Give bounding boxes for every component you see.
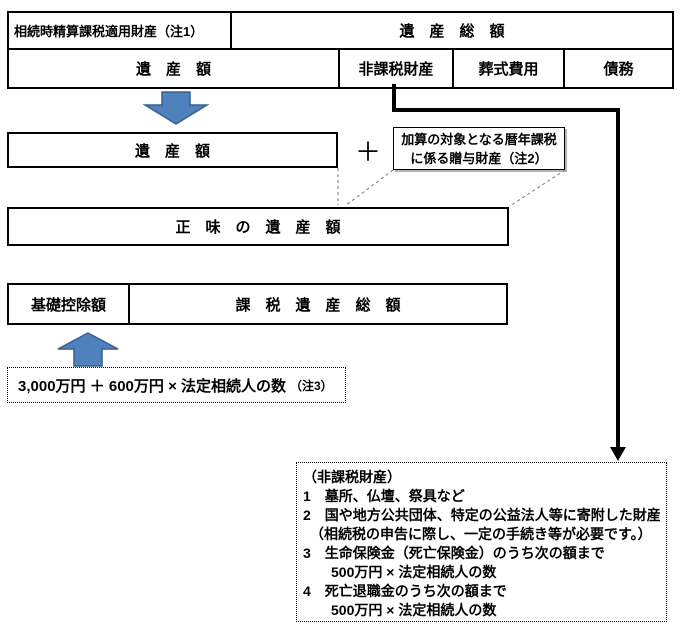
note-line: 500万円 × 法定相続人の数 — [303, 602, 497, 618]
note-line: 1 墓所、仏壇、祭具など — [303, 488, 465, 504]
cell-debts: 債務 — [603, 61, 634, 78]
connector-arrowhead — [610, 447, 626, 461]
note-line: 2 国や地方公共団体、特定の公益法人等に寄附した財産 — [303, 507, 661, 523]
taxable-estate-cell: 課 税 遺 産 総 額 — [235, 296, 401, 314]
arrow-up-icon — [57, 332, 119, 367]
arrow-down-icon — [142, 91, 210, 125]
formula-note: （注3） — [290, 378, 333, 393]
nontaxable-note-box: （非課税財産） 1 墓所、仏壇、祭具など 2 国や地方公共団体、特定の公益法人等… — [296, 462, 667, 622]
dashed-connector-gift-left — [344, 169, 394, 207]
estate-total-table: 相続時精算課税適用財産（注1） 遺 産 総 額 遺 産 額 非課税財産 葬式費用… — [7, 11, 674, 89]
dashed-connector-gift-right — [509, 169, 566, 207]
note-line: 500万円 × 法定相続人の数 — [303, 564, 497, 580]
gift-property-line1: 加算の対象となる暦年課税 — [401, 131, 557, 147]
plus-sign: ＋ — [354, 136, 381, 167]
cell-nontaxable-property: 非課税財産 — [340, 50, 454, 87]
estate-breakdown-row: 遺 産 額 非課税財産 葬式費用 債務 — [9, 50, 672, 87]
cell-gross-estate: 遺 産 総 額 — [399, 23, 505, 40]
basic-deduction-cell: 基礎控除額 — [9, 285, 130, 323]
estate-amount-box: 遺 産 額 — [7, 132, 338, 168]
note-line: （非課税財産） — [303, 469, 401, 485]
deduction-row: 基礎控除額 課 税 遺 産 総 額 — [7, 283, 508, 325]
cell-funeral-expenses: 葬式費用 — [454, 50, 565, 87]
formula-text: 3,000万円 ＋ 600万円 × 法定相続人の数 — [18, 377, 286, 395]
note-line: （相続税の申告に際し、一定の手続き等が必要です。） — [303, 526, 652, 542]
note-line: 3 生命保険金（死亡保険金）のうち次の額まで — [303, 545, 605, 561]
basic-deduction-formula-box: 3,000万円 ＋ 600万円 × 法定相続人の数 （注3） — [7, 367, 346, 403]
gift-property-box: 加算の対象となる暦年課税 に係る贈与財産（注2） — [393, 127, 565, 170]
gift-property-line2: に係る贈与財産（注2） — [410, 150, 548, 166]
estate-total-row: 相続時精算課税適用財産（注1） 遺 産 総 額 — [9, 13, 672, 50]
cell-settlement-taxation-property: 相続時精算課税適用財産（注1） — [9, 13, 232, 48]
cell-estate-amount: 遺 産 額 — [9, 50, 340, 87]
note-line: 4 死亡退職金のうち次の額まで — [303, 583, 507, 599]
net-estate-box: 正 味 の 遺 産 額 — [7, 207, 509, 246]
